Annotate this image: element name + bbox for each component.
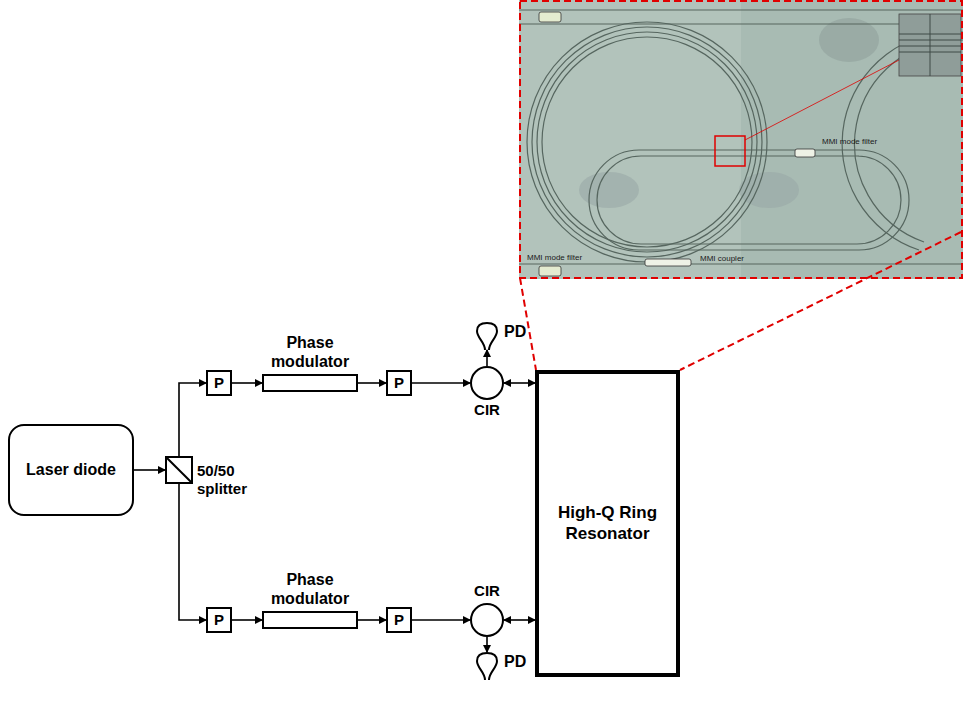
node-label: 50/50 splitter	[197, 462, 267, 498]
laser-box: Laser diode	[8, 424, 134, 516]
photodetector-loop: PD	[476, 322, 498, 350]
fiber-connector	[412, 619, 470, 621]
node-label: PD	[504, 322, 544, 341]
fiber-connector	[486, 350, 488, 366]
circulator-circle: CIR	[470, 366, 504, 400]
node-label: P	[394, 374, 404, 392]
splitter-cube: 50/50 splitter	[165, 456, 193, 484]
fiber-connector	[134, 469, 165, 471]
node-label: P	[214, 374, 224, 392]
fiber-connector	[504, 382, 535, 384]
node-label: Phase modulator	[255, 570, 365, 608]
node-label: P	[394, 611, 404, 629]
fiber-loop	[476, 322, 498, 350]
part-label: MMI mode filter	[822, 138, 877, 146]
polarizer-box: P	[386, 370, 412, 396]
splitter-diagonal	[167, 458, 191, 482]
node-label: CIR	[462, 401, 512, 419]
node-label: CIR	[462, 582, 512, 600]
polarizer-box: P	[206, 607, 232, 633]
fiber-connector	[358, 382, 386, 384]
node-label: PD	[504, 652, 544, 671]
fiber-connector	[232, 382, 262, 384]
node-label: High-Q Ring Resonator	[555, 503, 660, 544]
node-label: P	[214, 611, 224, 629]
resonator-box: High-Q Ring Resonator	[535, 370, 680, 677]
fiber-connector	[412, 382, 470, 384]
fiber-connector	[232, 619, 262, 621]
polarizer-box: P	[206, 370, 232, 396]
fiber-connector	[358, 619, 386, 621]
circulator-circle: CIR	[470, 603, 504, 637]
node-label: Laser diode	[26, 460, 116, 479]
fiber-connector	[504, 619, 535, 621]
modulator-box: Phase modulator	[262, 611, 358, 629]
fiber-connector	[179, 484, 206, 620]
fiber-connector	[179, 383, 206, 456]
node-label: Phase modulator	[255, 333, 365, 371]
polarizer-box: P	[386, 607, 412, 633]
part-label: MMI coupler	[700, 255, 744, 263]
part-label: MMI mode filter	[527, 254, 582, 262]
fiber-connector	[486, 637, 488, 652]
modulator-box: Phase modulator	[262, 374, 358, 392]
photodetector-loop: PD	[476, 652, 498, 680]
fiber-loop	[476, 652, 498, 680]
